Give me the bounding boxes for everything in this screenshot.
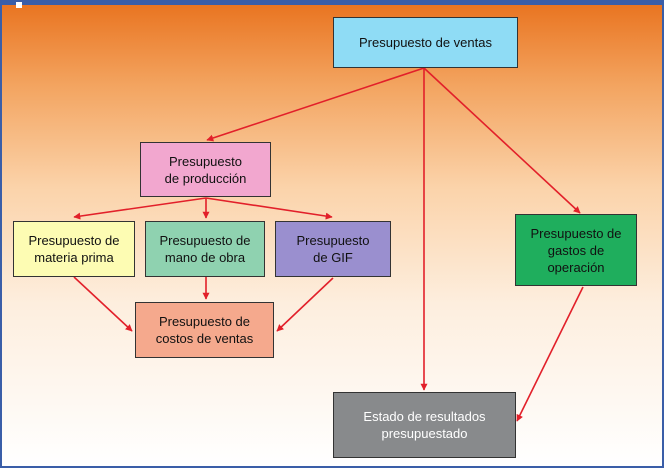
- top-notch-decoration: [16, 2, 22, 8]
- node-presupuesto-gastos-operacion: Presupuesto de gastos de operación: [515, 214, 637, 286]
- arrow-produccion-gif: [205, 197, 333, 220]
- node-presupuesto-ventas: Presupuesto de ventas: [333, 17, 518, 68]
- node-presupuesto-costos-ventas: Presupuesto de costos de ventas: [135, 302, 274, 358]
- node-presupuesto-gastos-operacion-label: Presupuesto de gastos de operación: [530, 225, 622, 275]
- node-presupuesto-produccion: Presupuesto de producción: [140, 142, 271, 197]
- node-presupuesto-materia-prima: Presupuesto de materia prima: [13, 221, 135, 277]
- node-presupuesto-costos-ventas-label: Presupuesto de costos de ventas: [155, 314, 254, 346]
- node-presupuesto-gif-label: Presupuesto de GIF: [296, 233, 370, 265]
- node-estado-resultados-label: Estado de resultados presupuestado: [363, 409, 486, 441]
- arrow-gastos-estado: [516, 286, 584, 422]
- node-presupuesto-mano-obra-label: Presupuesto de mano de obra: [159, 233, 251, 265]
- node-presupuesto-gif: Presupuesto de GIF: [275, 221, 391, 277]
- node-presupuesto-ventas-label: Presupuesto de ventas: [359, 35, 492, 50]
- arrow-produccion-materia: [73, 197, 207, 220]
- node-presupuesto-produccion-label: Presupuesto de producción: [164, 153, 247, 186]
- arrow-ventas-gastos: [423, 67, 581, 214]
- arrow-materia-costos: [73, 276, 133, 332]
- arrow-ventas-produccion: [206, 67, 425, 142]
- node-presupuesto-materia-prima-label: Presupuesto de materia prima: [28, 233, 120, 265]
- node-estado-resultados: Estado de resultados presupuestado: [333, 392, 516, 458]
- node-presupuesto-mano-obra: Presupuesto de mano de obra: [145, 221, 265, 277]
- top-border-stripe: [2, 2, 662, 5]
- arrow-gif-costos: [276, 277, 334, 332]
